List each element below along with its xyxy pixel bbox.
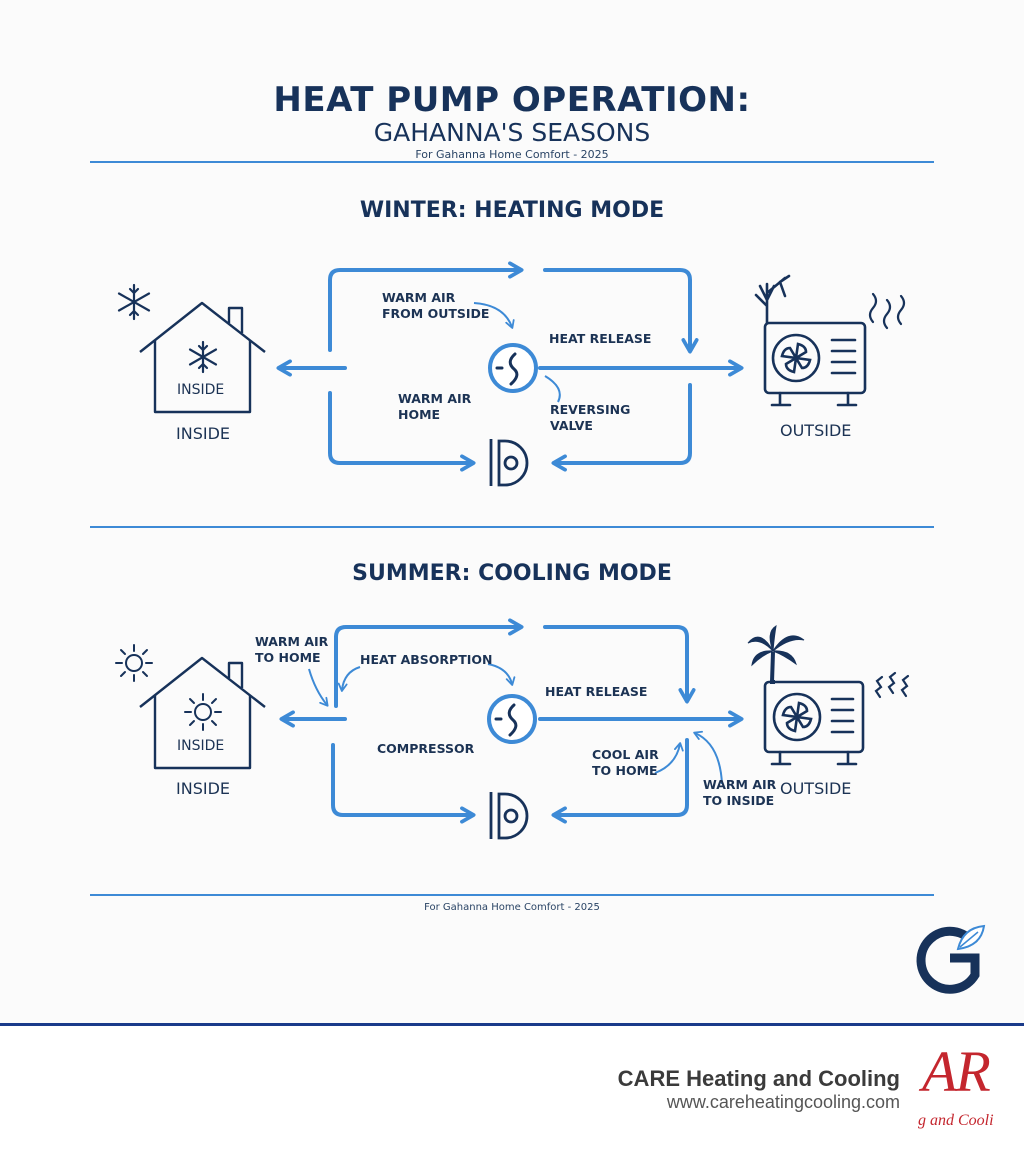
sun-icon (115, 644, 153, 682)
label-compressor: COMPRESSOR (377, 741, 475, 756)
inside-label: INSIDE (176, 424, 230, 443)
snowflake-icon (188, 340, 218, 374)
winter-diagram (117, 270, 906, 487)
label-heat-release: HEAT RELEASE (549, 331, 652, 346)
palm-tree-icon (747, 625, 805, 684)
footer-tagline: For Gahanna Home Comfort - 2025 (424, 902, 600, 913)
section-divider (90, 526, 934, 528)
brand-logo: AR (922, 1039, 991, 1104)
brand-logo-subtext: g and Cooli (918, 1112, 994, 1129)
compressor-icon (489, 792, 529, 840)
reversing-valve-icon (487, 694, 537, 744)
heat-waves-icon (874, 671, 910, 699)
page-title: HEAT PUMP OPERATION: (273, 80, 751, 120)
page-subtitle: GAHANNA'S SEASONS (373, 118, 651, 147)
heat-waves-icon (868, 292, 906, 330)
snowflake-icon (117, 283, 151, 321)
house-icon (139, 656, 266, 770)
outside-label: OUTSIDE (780, 779, 852, 798)
inside-icon-label: INSIDE (177, 738, 225, 754)
label-heat-release: HEAT RELEASE (545, 684, 648, 699)
summer-diagram (115, 625, 910, 840)
outdoor-unit-icon (763, 680, 865, 766)
outdoor-unit-icon (754, 274, 867, 407)
company-name: CARE Heating and Cooling (617, 1066, 900, 1091)
heat-pump-diagram (115, 0, 986, 994)
compressor-icon (489, 439, 529, 487)
gahanna-logo (916, 924, 986, 994)
winter-section-title: WINTER: HEATING MODE (359, 198, 665, 223)
house-icon (139, 301, 266, 414)
footer-divider (90, 894, 934, 896)
inside-icon-label: INSIDE (177, 382, 225, 398)
header-tagline: For Gahanna Home Comfort - 2025 (415, 148, 609, 161)
sun-icon (184, 693, 222, 731)
reversing-valve-icon (488, 343, 538, 393)
brand-bar (0, 1023, 1024, 1157)
company-website[interactable]: www.careheatingcooling.com (666, 1092, 900, 1112)
label-heat-absorption: HEAT ABSORPTION (360, 652, 493, 667)
inside-label: INSIDE (176, 779, 230, 798)
outside-label: OUTSIDE (780, 421, 852, 440)
header-divider (90, 161, 934, 163)
summer-section-title: SUMMER: COOLING MODE (352, 561, 672, 586)
